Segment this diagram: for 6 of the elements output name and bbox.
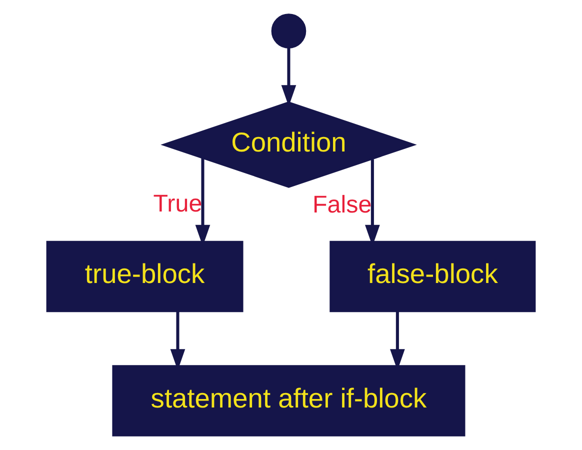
node-diamond: Condition [160, 101, 417, 188]
node-box: true-block [46, 240, 244, 312]
node-circle [271, 14, 306, 48]
edge-label: False [312, 191, 372, 218]
node-box: false-block [330, 240, 536, 312]
node-box: statement after if-block [112, 365, 466, 436]
